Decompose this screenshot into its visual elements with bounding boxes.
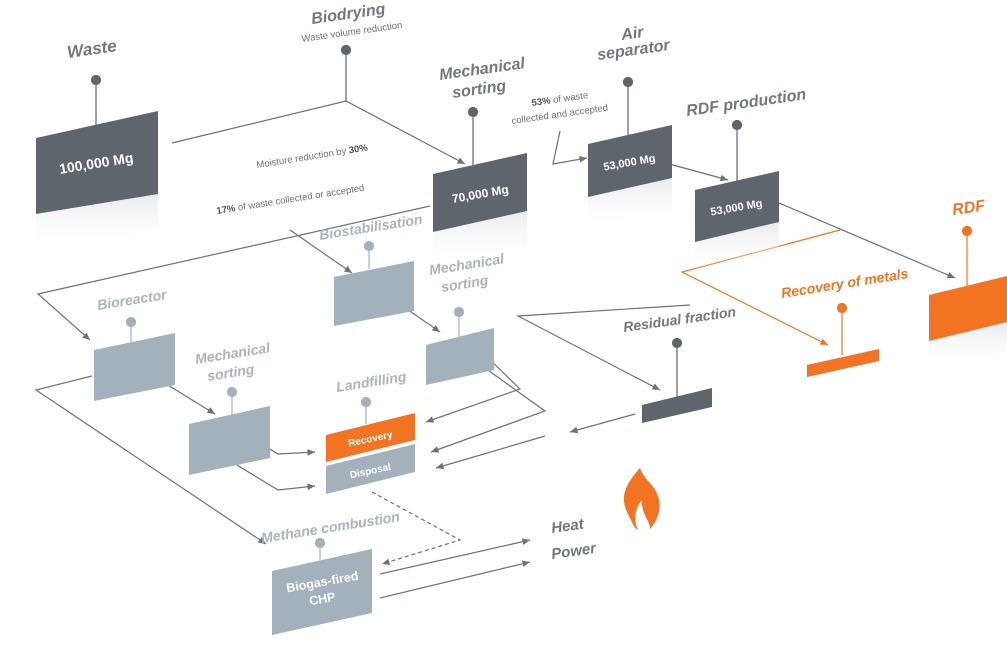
collected-53-line2: collected and accepted [511, 103, 609, 127]
landfill-disposal-box: Disposal [326, 444, 415, 494]
line-sortb-to-recovery [425, 354, 522, 423]
collected-53-suffix: of waste [550, 90, 589, 106]
line-sorting-to-air [552, 130, 588, 165]
line-to-metals [680, 229, 841, 346]
line-bioreactor-to-chp [34, 375, 267, 545]
bioreactor-label: Bioreactor [96, 286, 169, 313]
moisture-text: Moisture reduction by 30% [256, 142, 369, 171]
line-chp-to-power [379, 560, 531, 599]
pin-icon [360, 396, 372, 424]
bioreactor-box [94, 333, 175, 401]
flame-icon [623, 468, 660, 530]
pin-icon [125, 316, 137, 342]
chp-box: Biogas-fired CHP [272, 549, 372, 635]
connectors [34, 100, 956, 599]
line-chp-to-heat [379, 538, 531, 575]
line-rdfprod-to-rdf [764, 196, 956, 279]
moisture-prefix: Moisture reduction by [256, 145, 350, 170]
sorting-b-line2: sorting [440, 272, 490, 295]
line-to-biostab [289, 229, 353, 274]
line-landfill-to-chp [371, 491, 462, 565]
power-label: Power [550, 540, 598, 563]
moisture-value: 30% [348, 142, 369, 156]
pin-icon [467, 106, 479, 165]
line-17-branch [36, 205, 431, 341]
air-label-line2: separator [596, 37, 671, 64]
air-label-line1: Air [619, 24, 645, 44]
collected-53-value: 53% [531, 95, 552, 109]
residual-box [642, 388, 712, 423]
pin-icon [731, 119, 743, 181]
waste-box: 100,000 Mg [36, 111, 158, 214]
pin-icon [671, 337, 683, 398]
mechanical-sorting-c-box [189, 406, 270, 475]
pins [90, 44, 973, 560]
methane-label: Methane combustion [260, 508, 401, 546]
line-residual-to-landfill [569, 413, 636, 434]
collected-17-text: 17% of waste collected or accepted [216, 183, 365, 217]
landfill-recovery-box: Recovery [326, 413, 415, 462]
orange-connectors [680, 229, 841, 346]
pin-icon [226, 386, 238, 415]
pin-icon [836, 302, 848, 355]
rdf-production-label: RDF production [685, 86, 807, 120]
mechanical-sorting-b-box [426, 328, 494, 385]
pin-icon [340, 44, 352, 101]
rdf-label: RDF [951, 197, 987, 219]
waste-label: Waste [66, 36, 118, 62]
recovery-metals-box [807, 349, 879, 377]
sorting-c-line1: Mechanical [194, 339, 272, 367]
labels: Waste Biodrying Waste volume reduction M… [66, 1, 987, 563]
biostabilisation-label: Biostabilisation [318, 211, 423, 243]
line-sortb-to-disposal [430, 367, 547, 453]
collected-17-value: 17% [216, 203, 237, 217]
pin-icon [961, 225, 973, 286]
shadows [36, 178, 1007, 371]
rdf-box [929, 276, 1007, 341]
heat-label: Heat [550, 515, 586, 536]
landfilling-label: Landfilling [335, 368, 408, 395]
boxes: 100,000 Mg 70,000 Mg 53,000 Mg 53,000 Mg… [36, 111, 1007, 635]
pin-icon [314, 537, 326, 560]
collected-17-suffix: of waste collected or accepted [235, 183, 366, 214]
biostabilisation-box [334, 261, 414, 326]
pin-icon [90, 74, 102, 125]
air-separator-box: 53,000 Mg [588, 125, 672, 197]
line-sortc-to-disposal [231, 461, 316, 491]
pin-icon [453, 306, 465, 337]
chp-line2: CHP [308, 590, 336, 608]
line-residual-to-disposal [435, 435, 546, 470]
pin-icon [622, 76, 634, 136]
recovery-metals-label: Recovery of metals [780, 265, 910, 301]
line-to-residual [515, 304, 691, 391]
rdf-production-box: 53,000 Mg [695, 171, 779, 242]
collected-53-line1: 53% of waste [531, 90, 589, 109]
mechanical-sorting-box: 70,000 Mg [433, 153, 527, 232]
sorting-label-line1: Mechanical [438, 55, 526, 84]
sorting-c-line2: sorting [206, 361, 256, 384]
pin-icon [363, 240, 375, 269]
